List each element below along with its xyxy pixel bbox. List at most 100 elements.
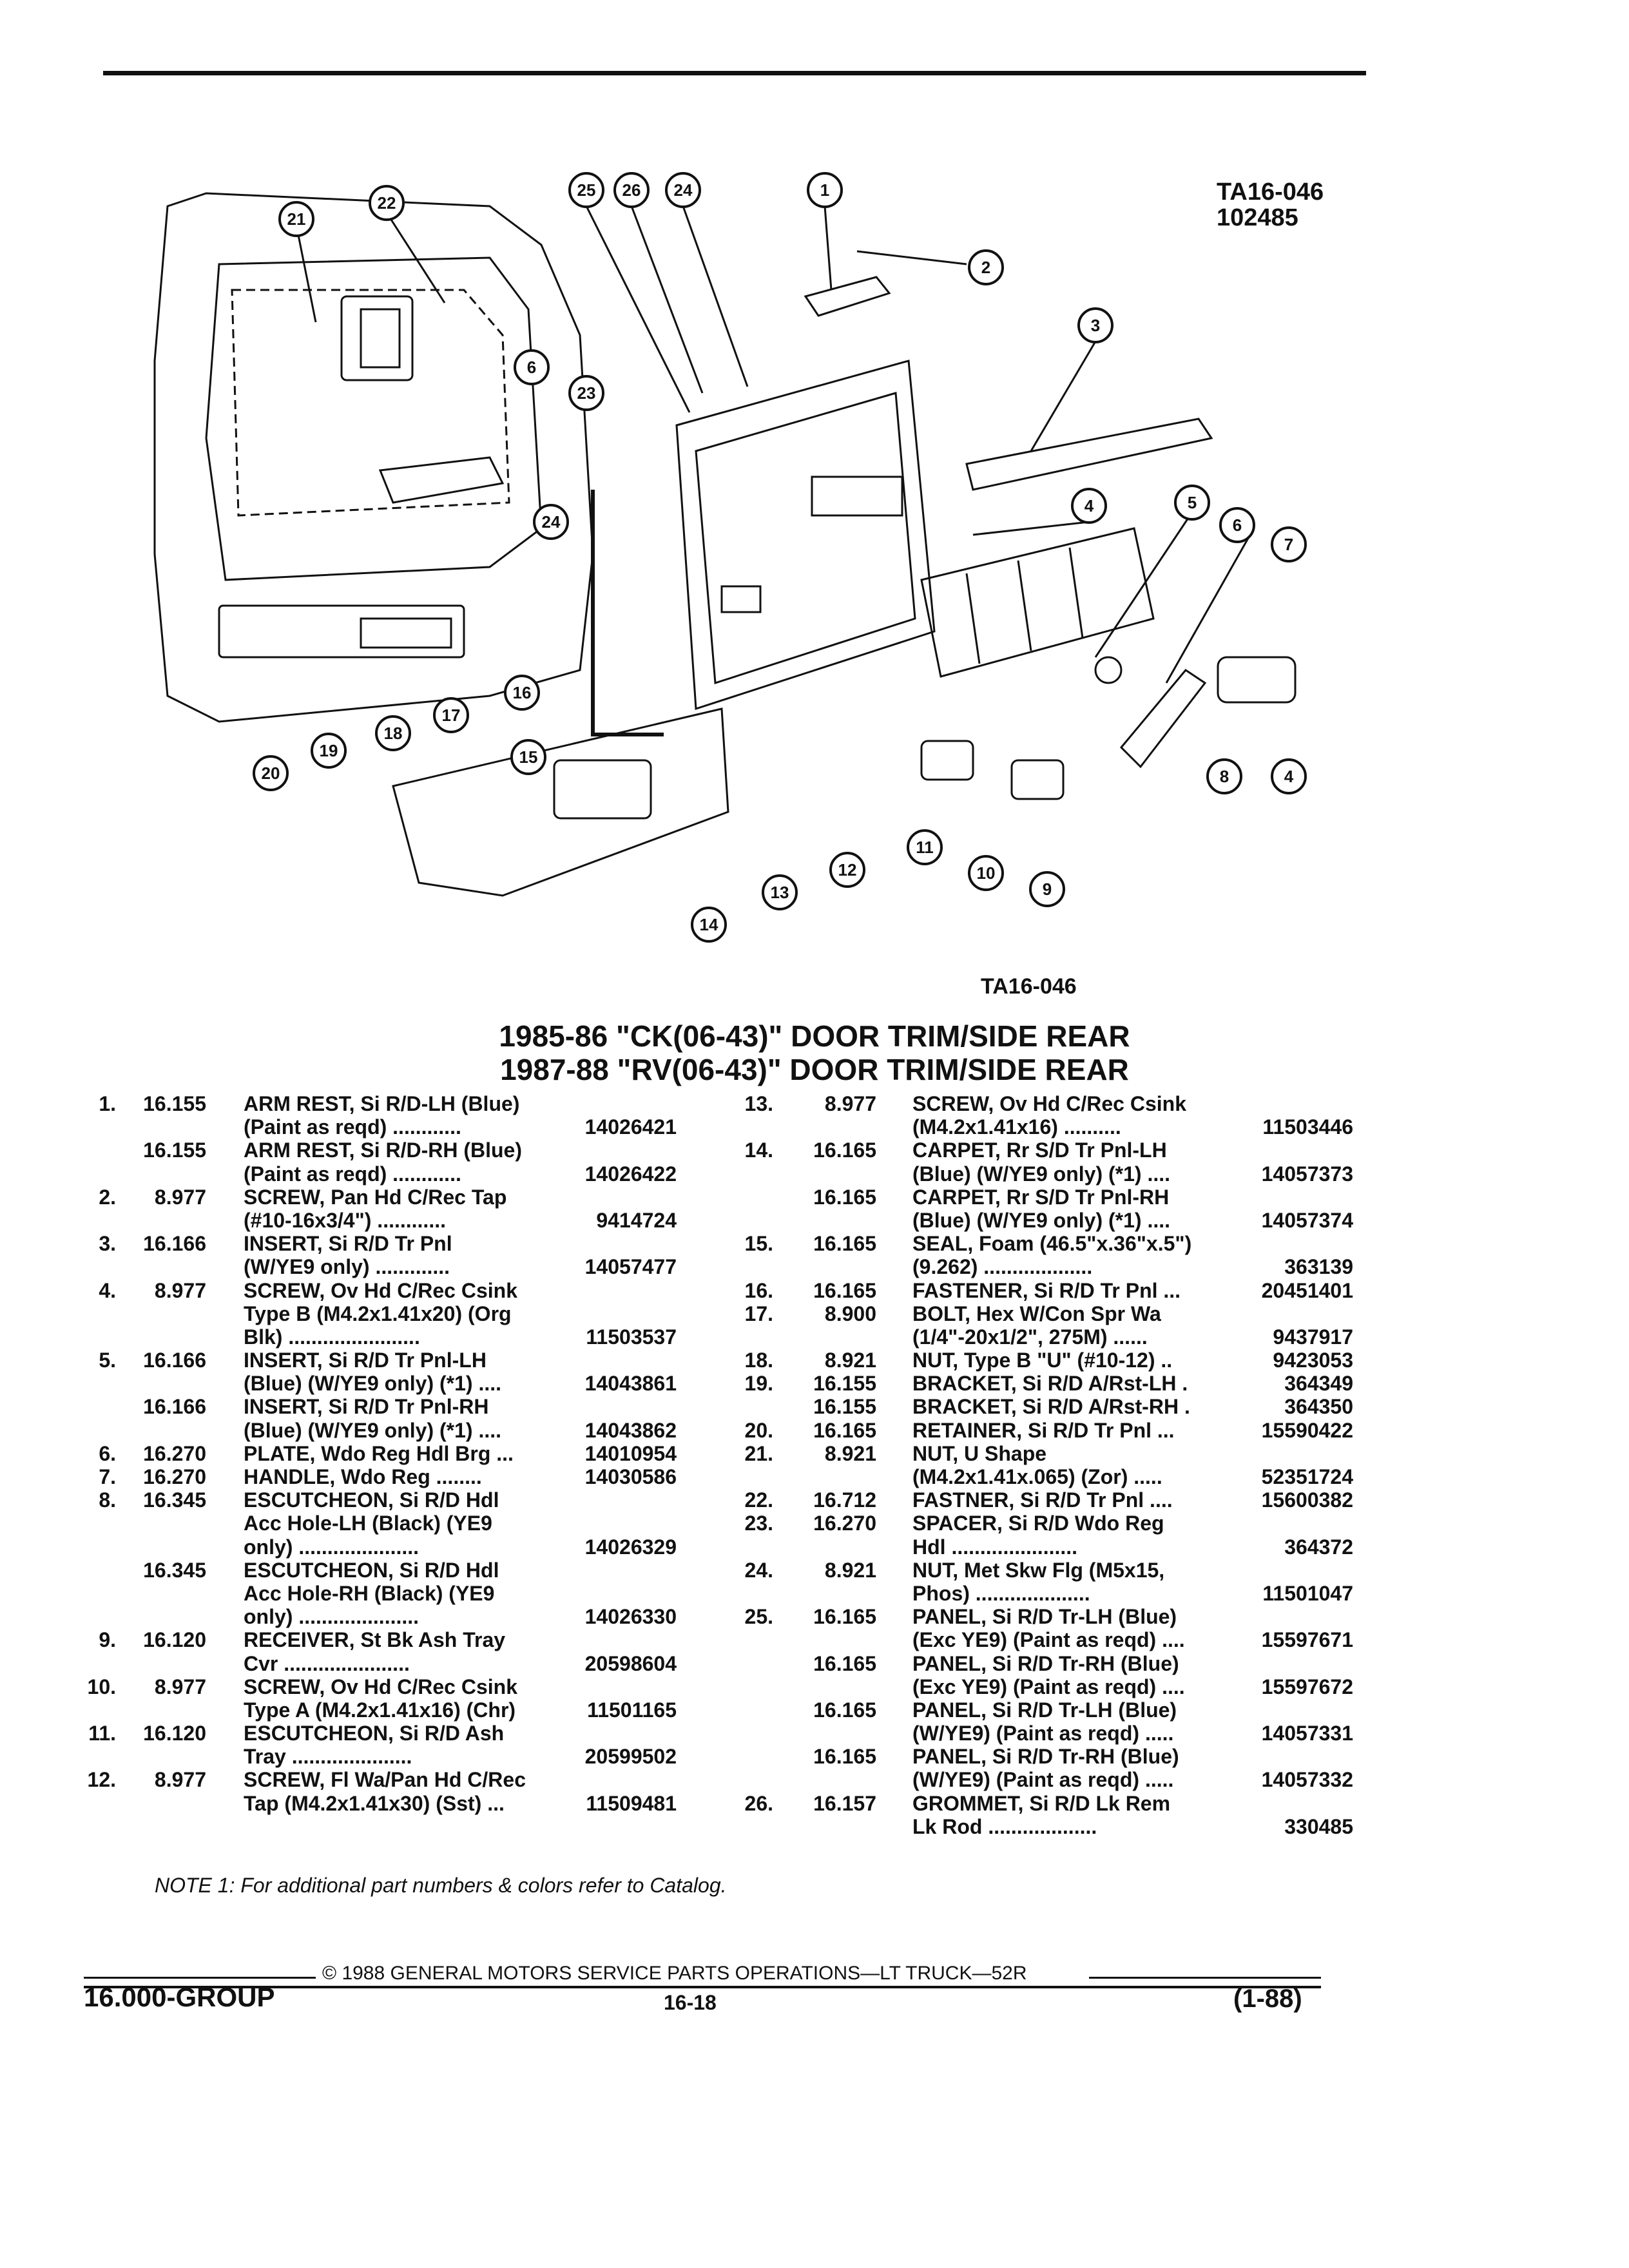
item-number: 19. (744, 1372, 773, 1396)
item-number: 10. (87, 1675, 116, 1698)
part-description: SCREW, Ov Hd C/Rec Csink (912, 1092, 1186, 1115)
svg-text:5: 5 (1188, 493, 1197, 512)
part-number: 364350 (1284, 1395, 1353, 1419)
callout-12: 12 (829, 852, 865, 888)
part-description: BRACKET, Si R/D A/Rst-LH . (912, 1372, 1188, 1396)
callout-15: 15 (510, 739, 546, 775)
part-description: Cvr ...................... (244, 1651, 410, 1675)
group-number: 8.977 (154, 1675, 206, 1698)
part-description: BOLT, Hex W/Con Spr Wa (912, 1302, 1161, 1325)
group-number: 16.345 (143, 1558, 206, 1582)
svg-text:20: 20 (262, 764, 280, 783)
svg-text:10: 10 (977, 863, 996, 883)
part-number: 11503537 (586, 1325, 677, 1349)
item-number: 17. (744, 1302, 773, 1325)
insert-strip (965, 418, 1213, 491)
arm-rest (804, 276, 891, 317)
part-description: CARPET, Rr S/D Tr Pnl-RH (912, 1185, 1170, 1209)
group-number: 16.270 (143, 1465, 206, 1488)
part-description: ESCUTCHEON, Si R/D Ash (244, 1722, 505, 1745)
callout-8: 8 (1206, 758, 1242, 794)
svg-text:26: 26 (622, 180, 641, 200)
part-number: 364349 (1284, 1372, 1353, 1396)
revision-date: (1-88) (1233, 1984, 1302, 2013)
group-number: 16.345 (143, 1488, 206, 1512)
callout-4: 4 (1071, 488, 1107, 524)
svg-text:6: 6 (527, 358, 536, 377)
callout-16: 16 (504, 675, 540, 711)
part-description: (Blue) (W/YE9 only) (*1) .... (912, 1162, 1171, 1186)
part-description: (Paint as reqd) ............ (244, 1115, 461, 1139)
lower-insert (920, 527, 1155, 678)
part-description: ESCUTCHEON, Si R/D Hdl (244, 1558, 499, 1582)
group-number: 16.166 (143, 1232, 206, 1256)
figure-caption: TA16-046 (981, 974, 1077, 999)
part-description: RETAINER, Si R/D Tr Pnl ... (912, 1418, 1175, 1442)
exploded-door-trim-diagram: 21 22 25 26 24 1 2 3 6 23 24 4 5 6 7 20 … (153, 172, 1307, 943)
part-description: Acc Hole-LH (Black) (YE9 (244, 1512, 492, 1535)
svg-text:1: 1 (820, 180, 829, 200)
part-description: HANDLE, Wdo Reg ........ (244, 1465, 482, 1488)
item-number: 12. (87, 1768, 116, 1792)
part-description: Type B (M4.2x1.41x20) (Org (244, 1302, 512, 1325)
part-number: 20598604 (584, 1651, 677, 1675)
part-number: 9423053 (1273, 1349, 1353, 1372)
page-title-line-1: 1985-86 "CK(06-43)" DOOR TRIM/SIDE REAR (499, 1019, 1130, 1053)
part-number: 363139 (1284, 1255, 1353, 1279)
part-description: PANEL, Si R/D Tr-RH (Blue) (912, 1745, 1179, 1769)
part-description: BRACKET, Si R/D A/Rst-RH . (912, 1395, 1190, 1419)
part-description: Type A (M4.2x1.41x16) (Chr) (244, 1698, 516, 1722)
part-number: 20451401 (1261, 1278, 1353, 1302)
svg-text:18: 18 (384, 724, 403, 743)
svg-text:7: 7 (1284, 535, 1293, 554)
part-description: PANEL, Si R/D Tr-RH (Blue) (912, 1651, 1179, 1675)
footer-rule-bottom (84, 1986, 1321, 1988)
callout-9: 9 (1029, 871, 1065, 907)
part-number: 11501165 (587, 1698, 677, 1722)
svg-text:16: 16 (513, 683, 532, 702)
group-number: 16.166 (143, 1349, 206, 1372)
part-description: (1/4"-20x1/2", 275M) ...... (912, 1325, 1148, 1349)
callout-14: 14 (691, 907, 727, 943)
part-description: (Blue) (W/YE9 only) (*1) .... (912, 1208, 1171, 1232)
part-description: Phos) .................... (912, 1581, 1090, 1605)
part-description: SCREW, Fl Wa/Pan Hd C/Rec (244, 1768, 526, 1792)
item-number: 26. (744, 1791, 773, 1815)
callout-7: 7 (1271, 526, 1307, 562)
group-number: 16.165 (813, 1745, 876, 1769)
callout-5: 5 (1174, 485, 1210, 521)
part-description: Blk) ....................... (244, 1325, 420, 1349)
figure-id: TA16-046 (1217, 178, 1324, 206)
part-number: 14057373 (1261, 1162, 1353, 1186)
group-label: 16.000-GROUP (84, 1982, 275, 2012)
svg-text:22: 22 (378, 193, 396, 213)
item-number: 24. (744, 1558, 773, 1582)
group-number: 8.977 (824, 1092, 876, 1115)
part-description: only) ..................... (244, 1535, 419, 1559)
part-description: SPACER, Si R/D Wdo Reg (912, 1512, 1164, 1535)
callout-24: 24 (533, 504, 569, 540)
svg-text:21: 21 (287, 209, 306, 229)
part-number: 14043861 (584, 1372, 677, 1396)
group-number: 16.270 (143, 1441, 206, 1465)
part-number: 9437917 (1273, 1325, 1353, 1349)
group-number: 8.921 (824, 1349, 876, 1372)
part-number: 20599502 (584, 1745, 677, 1769)
group-number: 16.165 (813, 1139, 876, 1162)
callout-24: 24 (665, 172, 701, 208)
part-description: SEAL, Foam (46.5"x.36"x.5") (912, 1232, 1192, 1256)
carpet-panel (392, 707, 729, 897)
part-number: 52351724 (1261, 1465, 1353, 1488)
part-number: 11509481 (586, 1791, 677, 1815)
item-number: 13. (744, 1092, 773, 1115)
part-description: GROMMET, Si R/D Lk Rem (912, 1791, 1171, 1815)
part-description: ESCUTCHEON, Si R/D Hdl (244, 1488, 499, 1512)
catalog-note: NOTE 1: For additional part numbers & co… (155, 1874, 727, 1897)
group-number: 16.155 (813, 1372, 876, 1396)
part-number: 14057477 (584, 1255, 677, 1279)
part-description: (Blue) (W/YE9 only) (*1) .... (244, 1372, 502, 1396)
svg-text:4: 4 (1284, 767, 1294, 786)
part-description: (9.262) ................... (912, 1255, 1093, 1279)
svg-text:12: 12 (838, 860, 857, 879)
part-number: 14010954 (584, 1441, 677, 1465)
